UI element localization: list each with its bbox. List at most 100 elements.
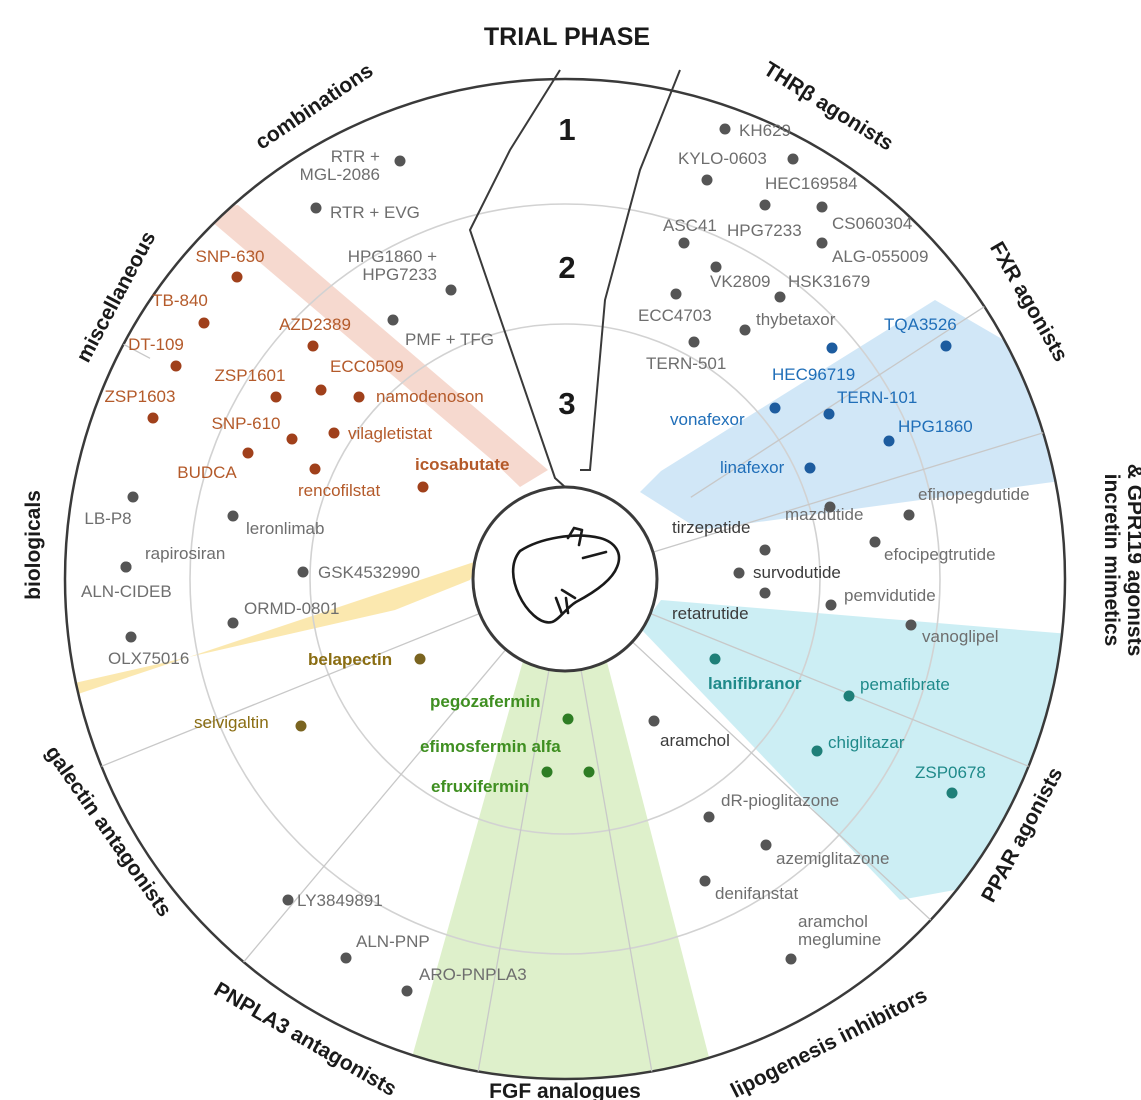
drug-dot xyxy=(198,317,210,329)
drug-label: SNP-610 xyxy=(212,414,281,433)
drug-marker: ARO-PNPLA3 xyxy=(401,965,527,997)
drug-dot xyxy=(785,953,797,965)
drug-marker: efruxifermin xyxy=(431,766,595,796)
drug-marker: efimosfermin alfa xyxy=(420,737,561,778)
drug-marker: GSK4532990 xyxy=(297,563,420,582)
drug-marker: namodenoson xyxy=(353,387,484,406)
drug-label: KYLO-0603 xyxy=(678,149,767,168)
drug-label: HPG7233 xyxy=(727,221,802,240)
drug-marker: aramchol xyxy=(648,715,730,750)
liver-center xyxy=(471,485,659,673)
drug-label: PMF + TFG xyxy=(405,330,494,349)
drug-dot xyxy=(394,155,406,167)
thrb-wedge-edge xyxy=(580,69,681,471)
drug-dot xyxy=(270,391,282,403)
drug-marker: linafexor xyxy=(720,458,816,477)
drug-label: HEC169584 xyxy=(765,174,858,193)
divider-fxr-thrb xyxy=(690,306,985,498)
drug-dot xyxy=(297,566,309,578)
drug-label: ECC4703 xyxy=(638,306,712,325)
drug-label: aramchol xyxy=(798,912,868,931)
drug-dot xyxy=(170,360,182,372)
category-label: lipogenesis inhibitors xyxy=(727,984,931,1100)
drug-marker: pemafibrate xyxy=(843,675,950,702)
divider-incretin-fxr xyxy=(652,432,1044,553)
drug-marker: CS060304 xyxy=(816,201,912,233)
combinations-wedge-edge xyxy=(468,69,566,488)
drug-label: selvigaltin xyxy=(194,713,269,732)
drug-label: ORMD-0801 xyxy=(244,599,339,618)
drug-dot xyxy=(295,720,307,732)
drug-label: tirzepatide xyxy=(672,518,750,537)
drug-marker: thybetaxor xyxy=(739,310,836,336)
drug-label: efimosfermin alfa xyxy=(420,737,561,756)
drug-marker: RTR +MGL-2086 xyxy=(300,147,406,184)
drug-marker: mazdutide xyxy=(785,501,863,524)
drug-dot xyxy=(946,787,958,799)
drug-label: ARO-PNPLA3 xyxy=(419,965,527,984)
drug-dot xyxy=(869,536,881,548)
drug-dot xyxy=(940,340,952,352)
drug-dot xyxy=(231,271,243,283)
drug-marker: belapectin xyxy=(308,650,426,669)
drug-label: icosabutate xyxy=(415,455,509,474)
drug-dot xyxy=(811,745,823,757)
drug-marker: lanifibranor xyxy=(708,653,802,693)
drug-dot xyxy=(414,653,426,665)
divider-galectin-pnpla3 xyxy=(243,649,507,963)
drug-label: vanoglipel xyxy=(922,627,999,646)
drug-marker: HPG1860 xyxy=(883,417,973,447)
drug-label: pemafibrate xyxy=(860,675,950,694)
drug-label: TB-840 xyxy=(152,291,208,310)
drug-dot xyxy=(710,261,722,273)
drug-dot xyxy=(353,391,365,403)
drug-label: meglumine xyxy=(798,930,881,949)
drug-marker: PMF + TFG xyxy=(387,314,494,349)
drug-dot xyxy=(774,291,786,303)
drug-dot xyxy=(401,985,413,997)
drug-label: chiglitazar xyxy=(828,733,905,752)
drug-marker: ZSP0678 xyxy=(915,763,986,799)
drug-dot xyxy=(120,561,132,573)
drug-dot xyxy=(328,427,340,439)
divider-lipogenesis-ppar xyxy=(631,641,932,921)
drug-label: ECC0509 xyxy=(330,357,404,376)
drug-label: azemiglitazone xyxy=(776,849,889,868)
drug-dot xyxy=(648,715,660,727)
drug-marker: leronlimab xyxy=(227,510,324,538)
drug-dot xyxy=(843,690,855,702)
phase-3-ring xyxy=(309,323,821,835)
drug-marker: rapirosiran xyxy=(120,544,225,573)
drug-dot xyxy=(759,544,771,556)
drug-dot xyxy=(147,412,159,424)
drug-marker: RTR + EVG xyxy=(310,202,420,222)
drug-label: aramchol xyxy=(660,731,730,750)
drug-label: ALN-CIDEB xyxy=(81,582,172,601)
drug-dot xyxy=(387,314,399,326)
drug-label: GSK4532990 xyxy=(318,563,420,582)
divider-biologicals-galectin xyxy=(101,612,480,767)
drug-marker: HPG7233 xyxy=(727,199,802,240)
drug-marker: TERN-101 xyxy=(823,388,917,420)
drug-marker: ORMD-0801 xyxy=(227,599,339,629)
drug-marker: ECC0509 xyxy=(315,357,404,396)
drug-marker: SNP-630 xyxy=(196,247,264,283)
drug-label: DT-109 xyxy=(128,335,184,354)
drug-label: retatrutide xyxy=(672,604,749,623)
drug-marker: TB-840 xyxy=(152,291,210,329)
drug-marker: KYLO-0603 xyxy=(678,149,799,168)
drug-dot xyxy=(127,491,139,503)
drug-label: VK2809 xyxy=(710,272,771,291)
drug-marker: DT-109 xyxy=(128,335,184,372)
drug-dot xyxy=(227,617,239,629)
drug-dot xyxy=(825,599,837,611)
drug-marker: chiglitazar xyxy=(811,733,905,757)
phase-2-ring xyxy=(189,203,941,955)
drug-marker: selvigaltin xyxy=(194,713,307,732)
drug-label: linafexor xyxy=(720,458,785,477)
category-label: combinations xyxy=(251,59,377,154)
drug-dot xyxy=(282,894,294,906)
drug-dot xyxy=(340,952,352,964)
drug-dot xyxy=(562,713,574,725)
drug-label: namodenoson xyxy=(376,387,484,406)
